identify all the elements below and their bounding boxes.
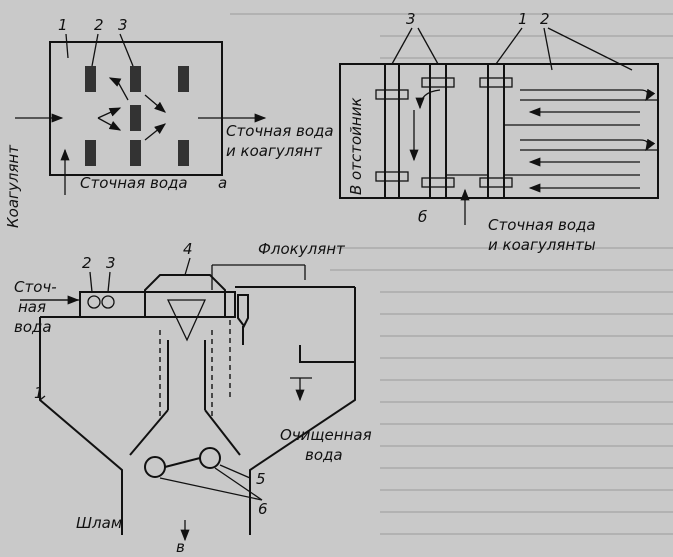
baffle-a-3 (130, 66, 141, 92)
flange-b-1 (375, 89, 409, 100)
label-sludge: Шлам (76, 514, 122, 532)
figure-v: 2 3 4 1 5 6 Сточ- ная вода Флокулянт Очи… (14, 240, 372, 556)
baffle-a-7 (178, 140, 189, 166)
label-v-3: 3 (106, 254, 116, 272)
label-clean-line2: вода (305, 446, 343, 464)
label-settler: В отстойник (347, 98, 365, 196)
label-clean-line1: Очищенная (280, 426, 372, 444)
clarifier-right-wall (249, 287, 356, 535)
label-v-2: 2 (82, 254, 92, 272)
mixing-chamber (79, 291, 236, 318)
label-in-b-line1: Сточная вода (488, 216, 596, 234)
label-b-3: 3 (406, 10, 416, 28)
letter-a: а (218, 174, 227, 192)
label-v-water-line1: Сточ- (14, 278, 57, 296)
clarifier-left-wall (39, 317, 123, 535)
label-a-2: 2 (94, 16, 104, 34)
label-in-b-line2: и коагулянты (488, 236, 596, 254)
flocculant-doser (237, 294, 249, 328)
label-v-5: 5 (256, 470, 266, 488)
baffle-a-1 (85, 66, 96, 92)
label-out-a-line2: и коагулянт (226, 142, 323, 160)
flange-b-4 (421, 177, 455, 188)
flange-b-6 (479, 177, 513, 188)
label-v-1: 1 (34, 384, 44, 402)
figure-b: 3 1 2 В отстойник б Сточная вода и коагу… (339, 10, 659, 254)
flange-b-3 (421, 77, 455, 88)
label-v-water-line3: вода (14, 318, 52, 336)
label-flocculant: Флокулянт (258, 240, 346, 258)
baffle-a-2 (85, 140, 96, 166)
baffle-a-6 (178, 66, 189, 92)
letter-b: б (418, 208, 427, 226)
impeller-2 (199, 447, 221, 469)
mixer-tank-a (49, 41, 223, 176)
label-v-water-line2: ная (18, 298, 46, 316)
letter-v: в (176, 538, 185, 556)
mixer-tank-b (339, 63, 659, 199)
label-wastewater-a: Сточная вода (80, 174, 188, 192)
background-text-lines (230, 13, 673, 535)
central-column (144, 274, 226, 317)
label-b-1: 1 (518, 10, 528, 28)
figure-a: 1 2 3 Коагулянт Сточная вода а Сточная в… (4, 16, 334, 228)
label-a-1: 1 (58, 16, 68, 34)
label-coagulant: Коагулянт (4, 144, 22, 228)
impeller-1 (144, 456, 166, 478)
label-out-a-line1: Сточная вода (226, 122, 334, 140)
label-v-6: 6 (258, 500, 268, 518)
flange-b-5 (479, 77, 513, 88)
label-b-2: 2 (540, 10, 550, 28)
baffle-a-5 (130, 140, 141, 166)
label-v-4: 4 (183, 240, 193, 258)
label-a-3: 3 (118, 16, 128, 34)
flange-b-2 (375, 171, 409, 182)
baffle-a-4 (130, 105, 141, 131)
